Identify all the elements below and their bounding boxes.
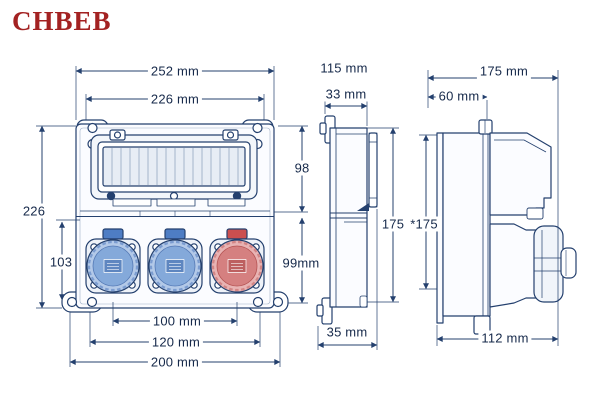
side-view bbox=[316, 115, 378, 325]
socket-cap-side bbox=[533, 225, 564, 303]
top-tab bbox=[478, 119, 493, 135]
dim-side-height: 175 bbox=[378, 216, 408, 232]
dim-socket-outer-span: 120 mm bbox=[148, 334, 204, 350]
socket-red bbox=[209, 228, 265, 294]
lid-profile bbox=[489, 132, 552, 216]
dim-side-lid-depth: 33 mm bbox=[322, 86, 370, 102]
body-slab bbox=[442, 132, 491, 317]
dim-front-lower-right-height: 99mm bbox=[279, 255, 323, 271]
dim-right-body-depth: 112 mm bbox=[478, 330, 532, 346]
socket-rating-label bbox=[165, 259, 185, 273]
dim-right-height: *175 bbox=[407, 216, 441, 232]
window-latch-right bbox=[232, 191, 242, 201]
lid-rail bbox=[368, 132, 378, 208]
brand-logo: CHBEB bbox=[12, 6, 112, 36]
side-view-socket bbox=[436, 119, 577, 335]
dim-right-face-offset: 60 mm bbox=[435, 88, 483, 104]
side-body bbox=[329, 127, 368, 308]
dim-right-total-depth: 175 mm bbox=[476, 63, 532, 79]
dim-front-overall-height: 226 bbox=[19, 203, 49, 219]
socket-mount-profile bbox=[489, 223, 537, 308]
dim-side-total-depth: 115 mm bbox=[317, 60, 371, 76]
window-slats bbox=[111, 148, 239, 185]
socket-blue-2 bbox=[147, 228, 203, 294]
dim-front-overall-width: 252 mm bbox=[147, 63, 203, 79]
dim-front-lower-left-height: 103 bbox=[46, 254, 76, 270]
dim-side-base-depth: 35 mm bbox=[323, 324, 371, 340]
window-hinge-right bbox=[222, 129, 239, 141]
lid-latch bbox=[526, 207, 544, 220]
dim-base-width: 200 mm bbox=[147, 354, 203, 370]
side-dimension-lines bbox=[317, 101, 399, 350]
socket-nub bbox=[560, 247, 577, 279]
socket-rating-label bbox=[227, 259, 247, 273]
din-module-window bbox=[90, 129, 258, 207]
front-view bbox=[61, 119, 289, 313]
dim-socket-center-span: 100 mm bbox=[149, 313, 205, 329]
section-seam bbox=[76, 210, 274, 218]
socket-blue-1 bbox=[85, 228, 141, 294]
window-hinge-left bbox=[109, 129, 126, 141]
seam-pointer bbox=[357, 203, 369, 211]
window-latch-left bbox=[106, 191, 116, 201]
dim-front-inner-width: 226 mm bbox=[147, 91, 203, 107]
socket-rating-label bbox=[103, 259, 123, 273]
dim-front-upper-right-height: 98 bbox=[291, 160, 313, 176]
